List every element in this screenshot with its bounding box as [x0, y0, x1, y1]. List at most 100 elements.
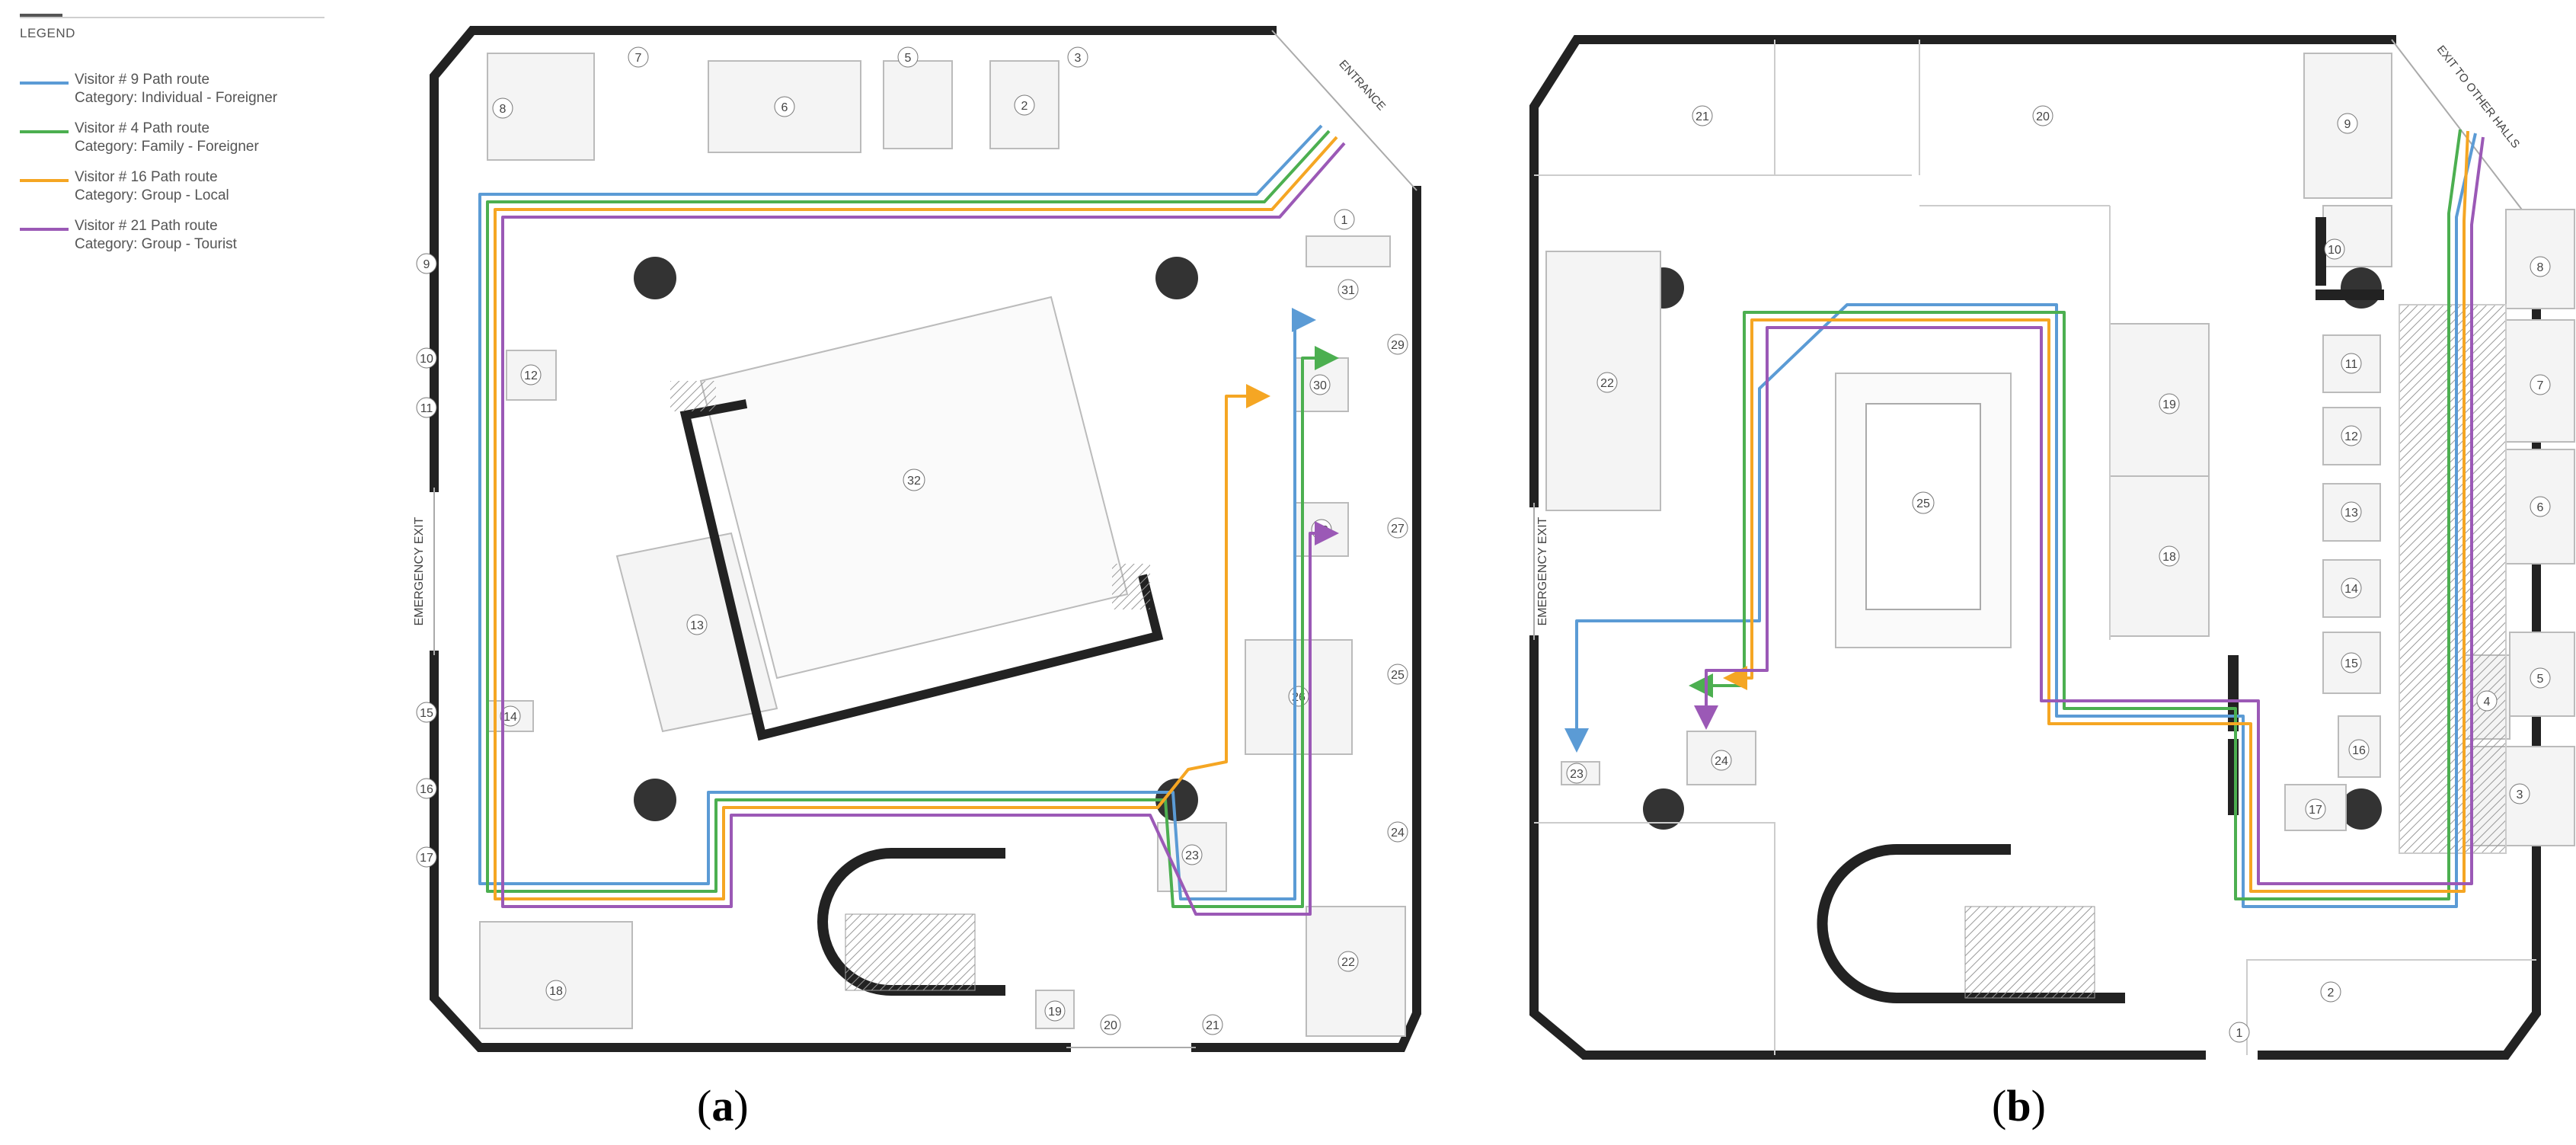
legend-title: LEGEND: [20, 26, 75, 40]
svg-text:29: 29: [1391, 339, 1405, 352]
room-label-24: 24: [1711, 750, 1732, 771]
path-visitor-4: [1689, 129, 2462, 900]
svg-text:21: 21: [1206, 1019, 1219, 1032]
room-label-10: 10: [2324, 238, 2345, 260]
svg-text:7: 7: [2537, 379, 2544, 392]
visitor-paths: [478, 124, 1346, 916]
room-label-25: 25: [1912, 491, 1935, 514]
room-label-15: 15: [416, 702, 437, 723]
path-visitor-21: [1694, 136, 2485, 885]
room-label-19: 19: [1044, 1000, 1066, 1022]
room-label-13: 13: [686, 614, 708, 635]
room-label-14: 14: [2341, 577, 2362, 599]
svg-text:8: 8: [500, 103, 507, 116]
room-label-8: 8: [492, 98, 513, 119]
outer-walls: [1529, 35, 2541, 1060]
svg-text:2: 2: [2328, 987, 2335, 999]
legend-bar: [20, 14, 62, 18]
svg-text:1: 1: [1341, 214, 1348, 227]
legend-route: Visitor # 9 Path route: [75, 72, 210, 88]
room-label-22: 22: [1596, 372, 1618, 393]
svg-text:23: 23: [1185, 849, 1199, 862]
room-label-22: 22: [1338, 951, 1359, 972]
svg-text:21: 21: [1695, 110, 1709, 123]
svg-text:5: 5: [2537, 673, 2544, 686]
svg-text:23: 23: [1570, 768, 1584, 781]
legend-item-visitor-9: Visitor # 9 Path route Category: Individ…: [20, 72, 340, 117]
room-label-30: 30: [1309, 374, 1331, 395]
svg-text:16: 16: [420, 783, 433, 796]
visitor-paths: [1564, 129, 2485, 908]
room-label-32: 32: [903, 469, 925, 491]
svg-text:28: 28: [1315, 524, 1328, 537]
legend-category: Category: Individual - Foreigner: [75, 90, 278, 106]
path-visitor-4: [486, 130, 1339, 908]
room-label-6: 6: [2530, 496, 2551, 517]
svg-text:32: 32: [907, 475, 921, 488]
svg-text:31: 31: [1341, 284, 1355, 297]
room-label-17: 17: [2305, 798, 2326, 820]
legend-route: Visitor # 16 Path route: [75, 169, 218, 185]
room-label-1: 1: [2229, 1022, 2250, 1043]
path-visitor-16: [494, 136, 1338, 900]
svg-text:24: 24: [1391, 827, 1405, 840]
entrance-label: ENTRANCE: [1336, 58, 1388, 114]
room-label-16: 16: [416, 778, 437, 799]
room-label-20: 20: [2032, 105, 2053, 126]
floor-plan-b: EXIT TO OTHER HALLS EMERGENCY EXIT: [1529, 35, 2575, 1060]
svg-text:11: 11: [2345, 358, 2358, 371]
room-label-23: 23: [1566, 763, 1587, 784]
svg-text:9: 9: [2344, 118, 2351, 131]
room-label-23: 23: [1181, 844, 1203, 865]
room-label-3: 3: [2509, 783, 2530, 804]
svg-text:12: 12: [2344, 430, 2358, 443]
room-label-15: 15: [2341, 652, 2362, 673]
svg-text:6: 6: [2537, 501, 2544, 514]
svg-text:30: 30: [1313, 379, 1327, 392]
svg-text:3: 3: [1075, 52, 1082, 65]
room-label-9: 9: [416, 253, 437, 274]
outer-walls: [430, 26, 1421, 1052]
svg-text:15: 15: [420, 707, 433, 720]
svg-text:25: 25: [1391, 669, 1405, 682]
svg-text:12: 12: [524, 369, 538, 382]
svg-text:5: 5: [905, 52, 912, 65]
room-label-10: 10: [416, 347, 437, 369]
room-label-21: 21: [1692, 105, 1713, 126]
room-label-5: 5: [2530, 667, 2551, 689]
exit-label: EXIT TO OTHER HALLS: [2434, 43, 2523, 151]
svg-text:22: 22: [1600, 377, 1614, 390]
svg-text:7: 7: [635, 52, 642, 65]
svg-text:17: 17: [420, 852, 433, 865]
svg-text:18: 18: [2162, 551, 2176, 564]
room-label-4: 4: [2476, 690, 2498, 712]
legend-item-visitor-21: Visitor # 21 Path route Category: Group …: [20, 218, 340, 264]
room-label-26: 26: [1288, 686, 1309, 707]
path-visitor-16: [1723, 130, 2469, 893]
room-label-1: 1: [1334, 209, 1355, 230]
room-label-29: 29: [1387, 334, 1408, 355]
svg-text:14: 14: [2344, 583, 2358, 596]
legend-swatch: [20, 82, 69, 85]
legend-route: Visitor # 21 Path route: [75, 218, 218, 234]
svg-text:24: 24: [1715, 755, 1728, 768]
room-label-11: 11: [416, 397, 437, 418]
room-label-18: 18: [545, 980, 567, 1001]
room-label-7: 7: [628, 46, 649, 68]
room-label-3: 3: [1067, 46, 1088, 68]
exhibits: [1545, 53, 2575, 846]
svg-text:8: 8: [2537, 261, 2544, 274]
path-visitor-21: [501, 142, 1346, 916]
svg-text:10: 10: [2328, 244, 2341, 257]
room-label-13: 13: [2341, 501, 2362, 523]
legend-category: Category: Group - Tourist: [75, 236, 237, 252]
legend-swatch: [20, 228, 69, 231]
svg-text:17: 17: [2309, 804, 2322, 817]
room-label-6: 6: [774, 96, 795, 117]
room-label-31: 31: [1338, 279, 1359, 300]
legend-category: Category: Group - Local: [75, 187, 229, 203]
legend-swatch: [20, 130, 69, 133]
room-label-5: 5: [897, 46, 919, 68]
emergency-exit-label: EMERGENCY EXIT: [1536, 517, 1549, 625]
room-label-7: 7: [2530, 374, 2551, 395]
